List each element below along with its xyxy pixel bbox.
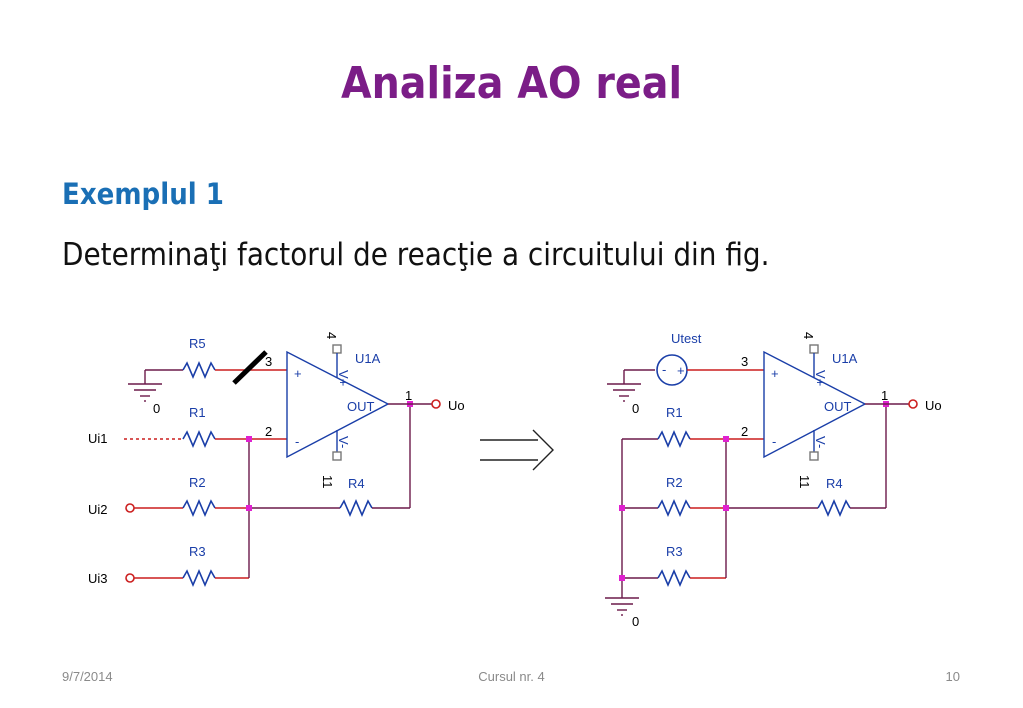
right-pin-1: 1 xyxy=(881,388,888,403)
left-pin-2: 2 xyxy=(265,424,272,439)
right-source-plus: + xyxy=(677,363,685,378)
left-plus-pin: + xyxy=(294,366,302,381)
left-vplus-mark: V+ xyxy=(336,370,351,386)
left-pin-3: 3 xyxy=(265,354,272,369)
right-vplus-mark: V+ xyxy=(813,370,828,386)
left-ground-label: 0 xyxy=(153,401,160,416)
left-vplus-terminal xyxy=(332,344,342,354)
right-opamp-label: U1A xyxy=(832,351,858,366)
right-ground-label-top: 0 xyxy=(632,401,639,416)
left-r2-resistor xyxy=(182,498,216,518)
right-pin-3: 3 xyxy=(741,354,748,369)
right-junction-dot xyxy=(619,505,625,511)
right-r1-resistor xyxy=(657,429,691,449)
right-plus-pin: + xyxy=(771,366,779,381)
left-junction-dot xyxy=(246,436,252,442)
left-r2-label: R2 xyxy=(189,475,206,490)
example-heading: Exemplul 1 xyxy=(62,177,224,211)
footer-course: Cursul nr. 4 xyxy=(478,669,545,684)
right-r3-resistor xyxy=(657,568,691,588)
left-minus-pin: - xyxy=(295,434,299,449)
right-output-label: Uo xyxy=(925,398,942,413)
left-r3-label: R3 xyxy=(189,544,206,559)
left-r1-label: R1 xyxy=(189,405,206,420)
right-output-terminal xyxy=(908,399,918,409)
task-text: Determinaţi factorul de reacţie a circui… xyxy=(62,237,770,273)
left-ui2-label: Ui2 xyxy=(88,502,108,517)
left-out-pin: OUT xyxy=(347,399,375,414)
left-junction-dot xyxy=(246,505,252,511)
left-pin-11: 11 xyxy=(320,475,335,489)
slide-title: Analiza AO real xyxy=(340,58,683,109)
left-circuit: 0 R5 Ui1 R1 Ui2 R2 Ui3 R3 R4 xyxy=(88,332,465,588)
right-pin-4: 4 xyxy=(801,332,816,339)
right-r1-label: R1 xyxy=(666,405,683,420)
left-ground-symbol xyxy=(128,370,162,402)
left-output-terminal xyxy=(431,399,441,409)
left-cut-mark xyxy=(232,350,268,385)
left-opamp-label: U1A xyxy=(355,351,381,366)
right-vminus-terminal xyxy=(809,451,819,461)
right-vplus-terminal xyxy=(809,344,819,354)
left-ui2-terminal xyxy=(125,503,135,513)
footer-page-number: 10 xyxy=(945,669,960,684)
left-r4-resistor xyxy=(339,498,373,518)
left-ui3-terminal xyxy=(125,573,135,583)
right-vminus-mark: V- xyxy=(813,436,828,448)
right-junction-dot xyxy=(723,436,729,442)
left-pin-1: 1 xyxy=(405,388,412,403)
left-r4-label: R4 xyxy=(348,476,365,491)
right-circuit: 0 - + Utest R1 R2 R3 0 xyxy=(605,331,942,629)
right-pin-2: 2 xyxy=(741,424,748,439)
right-pin-11: 11 xyxy=(797,475,812,489)
equivalence-arrow-icon xyxy=(480,429,554,471)
right-ground-label-bottom: 0 xyxy=(632,614,639,629)
footer-date: 9/7/2014 xyxy=(62,669,113,684)
right-out-pin: OUT xyxy=(824,399,852,414)
left-r5-label: R5 xyxy=(189,336,206,351)
left-ui1-label: Ui1 xyxy=(88,431,108,446)
right-minus-pin: - xyxy=(772,434,776,449)
left-r3-resistor xyxy=(182,568,216,588)
right-r2-label: R2 xyxy=(666,475,683,490)
left-vminus-terminal xyxy=(332,451,342,461)
right-junction-dot xyxy=(619,575,625,581)
right-r4-resistor xyxy=(817,498,851,518)
right-r2-resistor xyxy=(657,498,691,518)
right-ground-symbol-top xyxy=(607,370,641,402)
right-ground-symbol-bottom xyxy=(605,597,639,616)
left-ui3-label: Ui3 xyxy=(88,571,108,586)
left-output-label: Uo xyxy=(448,398,465,413)
left-vminus-mark: V- xyxy=(336,436,351,448)
right-source-minus: - xyxy=(662,362,666,377)
left-r1-resistor xyxy=(182,429,216,449)
right-r3-label: R3 xyxy=(666,544,683,559)
right-junction-dot xyxy=(723,505,729,511)
right-r4-label: R4 xyxy=(826,476,843,491)
right-source-label: Utest xyxy=(671,331,702,346)
left-r5-resistor xyxy=(182,360,216,380)
left-pin-4: 4 xyxy=(324,332,339,339)
